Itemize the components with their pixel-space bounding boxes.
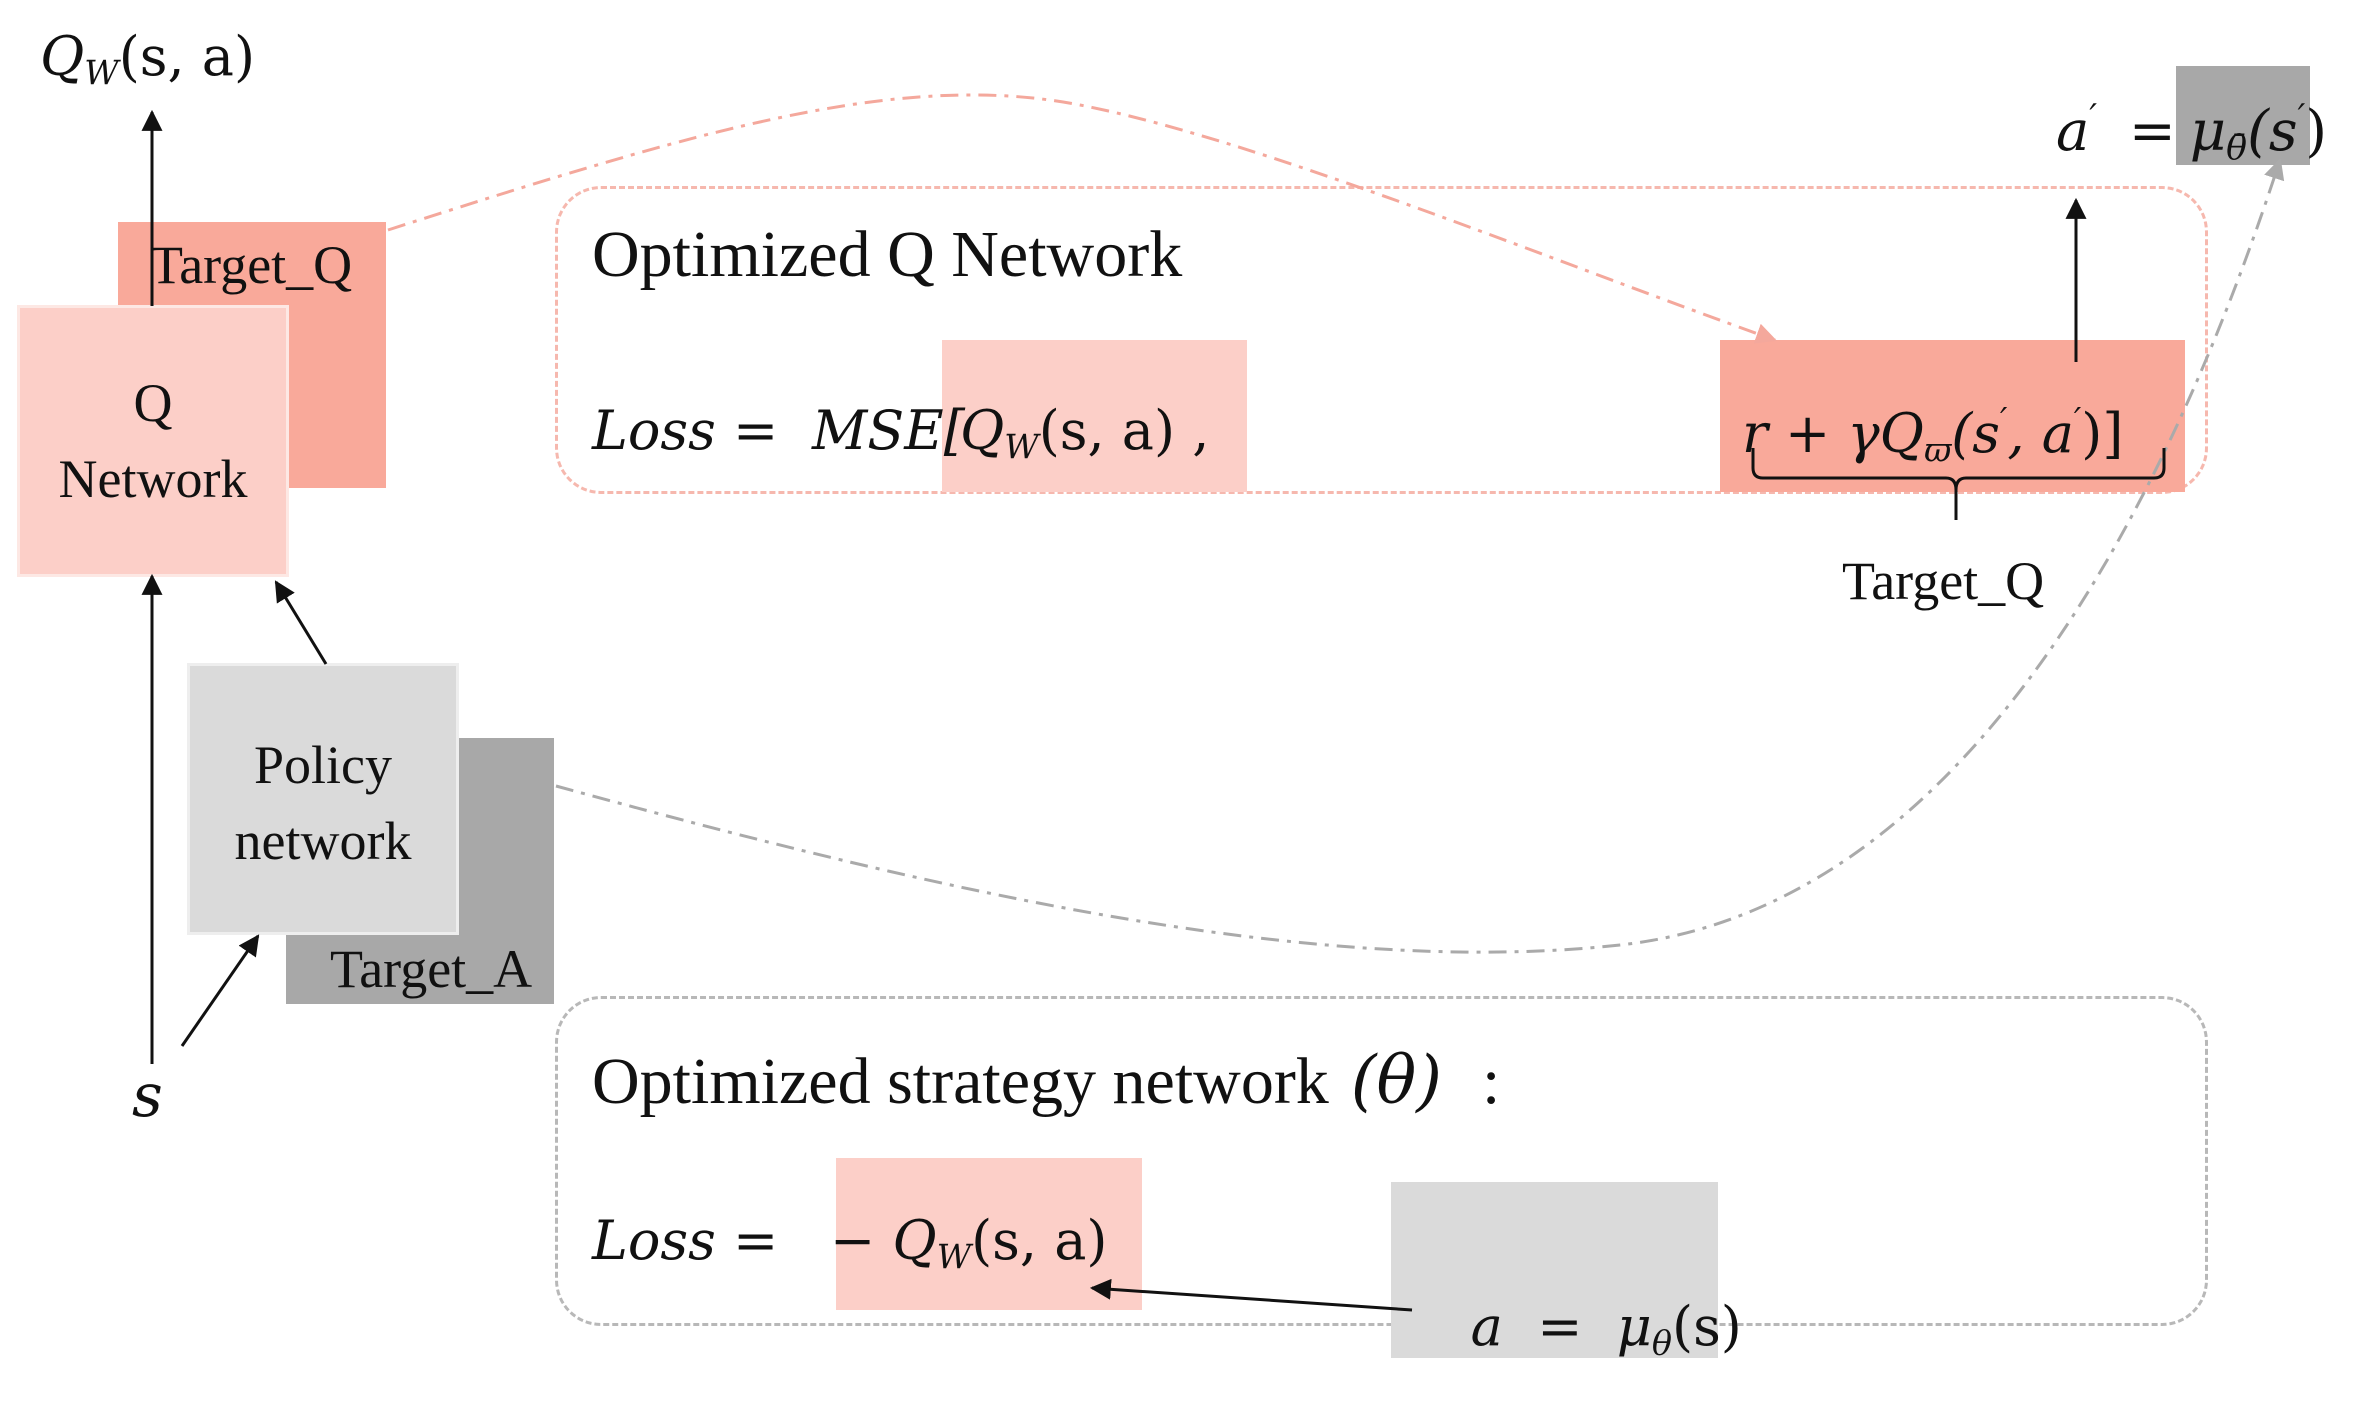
target-a-box-label: Target_A (330, 939, 533, 999)
target-q-link-line (387, 93, 1777, 344)
connector-layer (141, 93, 2285, 1312)
q-mse-label: MSE[ (812, 399, 965, 462)
neg-q-term: − QW(s, a) (830, 1209, 1108, 1277)
target-expression: r + γQϖ(s′, a′)] (1742, 401, 2124, 470)
policy-network-box (190, 666, 456, 932)
optimized-strategy-network-panel (555, 996, 2208, 1326)
state-to-policy-arrow (180, 934, 260, 1047)
policy-to-q-arrow (274, 580, 328, 665)
q-output-label: QW(s, a) (40, 25, 256, 93)
q-network-box (20, 308, 286, 574)
q-loss-label: Loss = (592, 399, 779, 462)
policy-network-label-line2: network (234, 811, 412, 871)
target-q-box-label: Target_Q (150, 235, 353, 295)
target-action-highlight (2176, 66, 2310, 165)
policy-panel-title: Optimized strategy network(θ): (592, 1042, 1501, 1119)
state-input-label: s (132, 1061, 163, 1131)
q-panel-title: Optimized Q Network (592, 218, 1183, 291)
ddpg-diagram: QW(s, a) Target_Q Q Network Policy netwo… (20, 25, 2328, 1360)
action-expression: a = μθ(s) (1470, 1295, 1742, 1363)
q-term-highlight (942, 340, 1247, 492)
target-expression-highlight (1720, 340, 2185, 492)
q-network-label-line2: Network (58, 449, 248, 509)
target-action-expression: a′ =μθ̄(s′) (2056, 97, 2328, 169)
target-a-link-curve (555, 158, 2285, 954)
policy-loss-label: Loss = (592, 1209, 779, 1272)
optimized-q-network-panel (555, 186, 2208, 494)
target-q-brace-label: Target_Q (1842, 551, 2045, 611)
policy-network-label-line1: Policy (253, 735, 392, 795)
action-to-neg-q-arrow (1089, 1278, 1413, 1312)
action-expression-highlight (1391, 1182, 1718, 1358)
q-network-label-line1: Q (133, 373, 173, 433)
q-term: QW(s, a) , (960, 399, 1210, 467)
